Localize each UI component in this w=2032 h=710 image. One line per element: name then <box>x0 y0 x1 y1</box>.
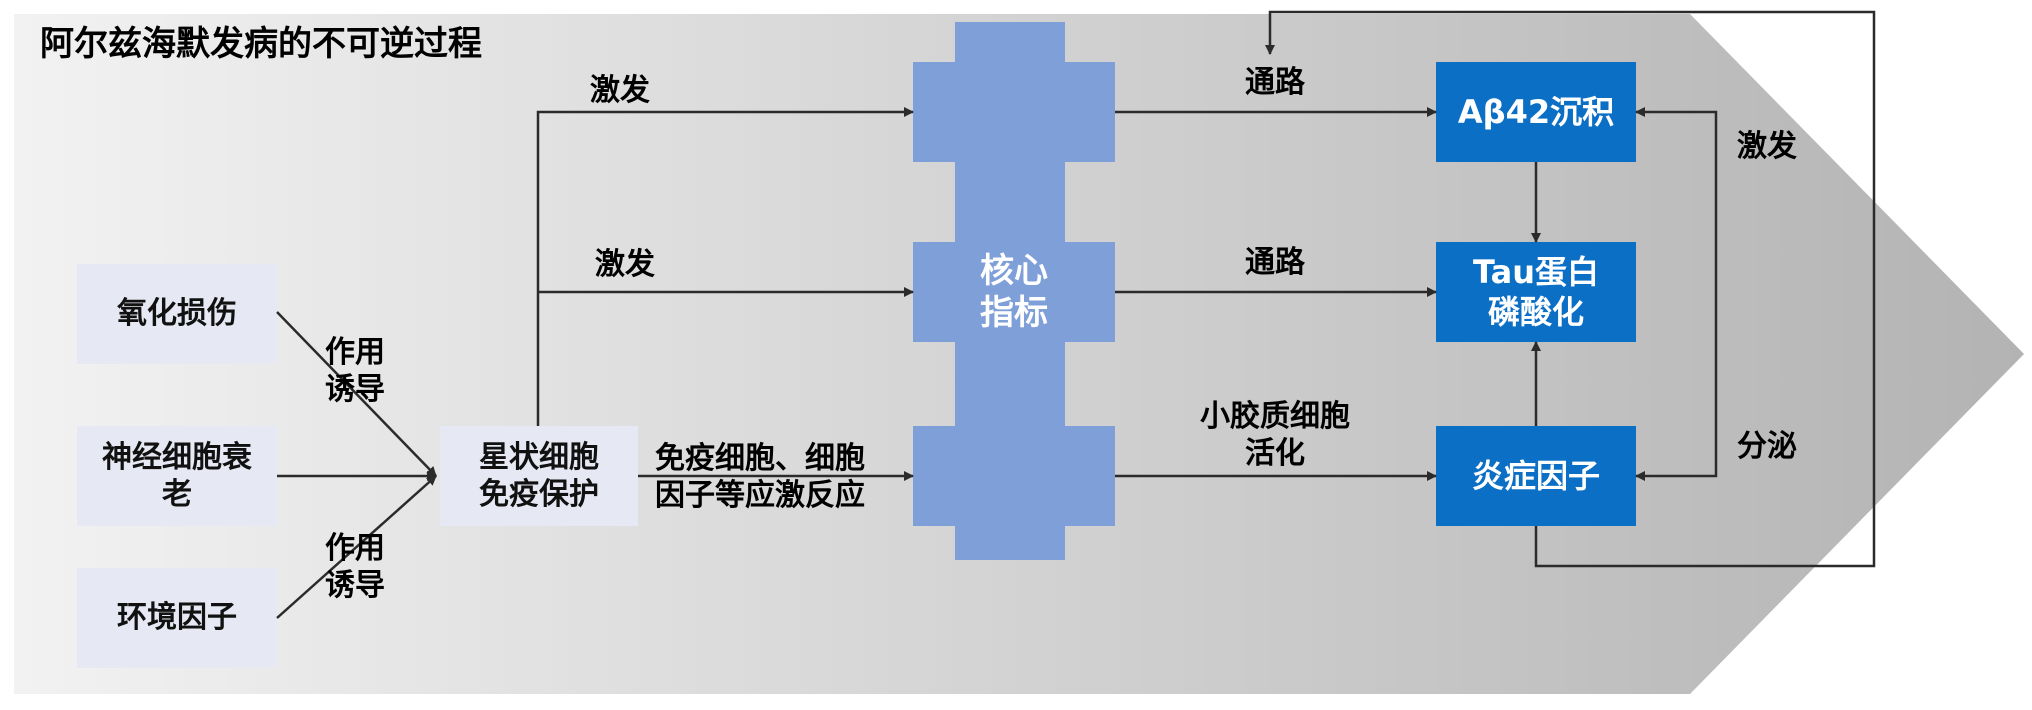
arrow-feedback-loop <box>1265 10 1876 568</box>
arrow-astrocyte-to-core-top <box>536 107 914 426</box>
core-block-tab-bottom <box>913 426 1115 526</box>
core-indicator-label: 核心 指标 <box>980 250 1048 334</box>
abeta-box <box>1436 62 1636 162</box>
cause-box-oxidative <box>77 264 277 364</box>
core-block-tab-top <box>913 62 1115 162</box>
tau-box <box>1436 242 1636 342</box>
edge-label-activate-top: 激发 <box>590 73 650 109</box>
edge-label-microglia: 小胶质细胞 活化 <box>1200 398 1350 472</box>
arrow-loop-to-inflammation <box>1635 292 1718 481</box>
astrocyte-box <box>440 426 638 526</box>
cause-box-aging <box>77 426 277 526</box>
cause-box-environment <box>77 568 277 668</box>
inflammation-label: 炎症因子 <box>1471 457 1600 495</box>
edge-label-activate-right: 激发 <box>1737 129 1797 165</box>
tau-label: Tau蛋白 磷酸化 <box>1472 253 1600 331</box>
edge-label-activate-mid: 激发 <box>595 247 655 283</box>
edge-label-immune-response: 免疫细胞、细胞 因子等应激反应 <box>655 440 865 514</box>
edge-label-pathway-mid: 通路 <box>1245 245 1305 281</box>
cause-label-environment: 环境因子 <box>117 600 237 636</box>
arrow-oxidative-to-junction <box>276 311 437 477</box>
edge-label-pathway-top: 通路 <box>1245 65 1305 101</box>
astrocyte-label: 星状细胞 免疫保护 <box>479 439 599 513</box>
cause-label-oxidative: 氧化损伤 <box>117 296 237 332</box>
edge-label-induce-top: 作用 诱导 <box>325 334 385 408</box>
edge-label-induce-bottom: 作用 诱导 <box>325 530 385 604</box>
abeta-label: Aβ42沉积 <box>1457 93 1615 131</box>
arrow-loop-to-abeta <box>1635 107 1718 292</box>
edge-label-secrete: 分泌 <box>1737 429 1797 465</box>
core-block-tab-mid <box>913 242 1115 342</box>
diagram-title: 阿尔兹海默发病的不可逆过程 <box>40 24 482 64</box>
inflammation-box <box>1436 426 1636 526</box>
arrow-environment-to-junction <box>276 475 437 619</box>
cause-label-aging: 神经细胞衰 老 <box>102 439 252 513</box>
